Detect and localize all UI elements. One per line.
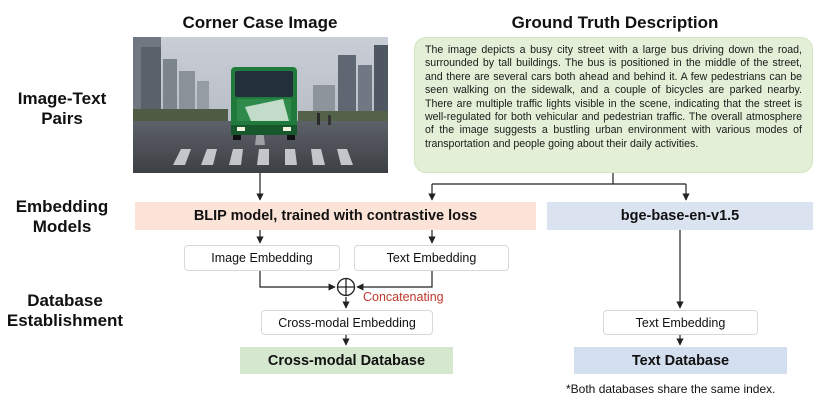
ground-truth-description: The image depicts a busy city street wit… [414, 37, 813, 173]
row-label-image-text-pairs: Image-Text Pairs [8, 89, 116, 129]
arrow-image-embedding-to-concat [259, 271, 336, 291]
row-label-line: Image-Text [17, 89, 107, 108]
arrow-text-embedding-to-concat [356, 271, 433, 291]
description-column-title: Ground Truth Description [511, 13, 719, 32]
text-embedding-box-left: Text Embedding [354, 245, 509, 271]
row-label-line: Establishment [6, 311, 124, 330]
row-label-line: Database [27, 291, 103, 310]
image-column-title: Corner Case Image [182, 13, 338, 32]
row-label-line: Pairs [41, 109, 83, 128]
cross-modal-database-box: Cross-modal Database [240, 347, 453, 374]
image-embedding-box: Image Embedding [184, 245, 340, 271]
row-label-line: Embedding [15, 197, 109, 216]
corner-case-street-image [133, 37, 388, 173]
text-embedding-box-right: Text Embedding [603, 310, 758, 335]
text-database-box: Text Database [574, 347, 787, 374]
concatenating-label: Concatenating [363, 290, 444, 304]
concatenate-icon [336, 277, 356, 297]
cross-modal-embedding-box: Cross-modal Embedding [261, 310, 433, 335]
footnote: *Both databases share the same index. [566, 382, 776, 396]
row-label-line: Models [32, 217, 92, 236]
row-label-database-establishment: Database Establishment [2, 291, 128, 331]
row-label-embedding-models: Embedding Models [8, 197, 116, 237]
bge-model-box: bge-base-en-v1.5 [547, 202, 813, 230]
blip-model-box: BLIP model, trained with contrastive los… [135, 202, 536, 230]
